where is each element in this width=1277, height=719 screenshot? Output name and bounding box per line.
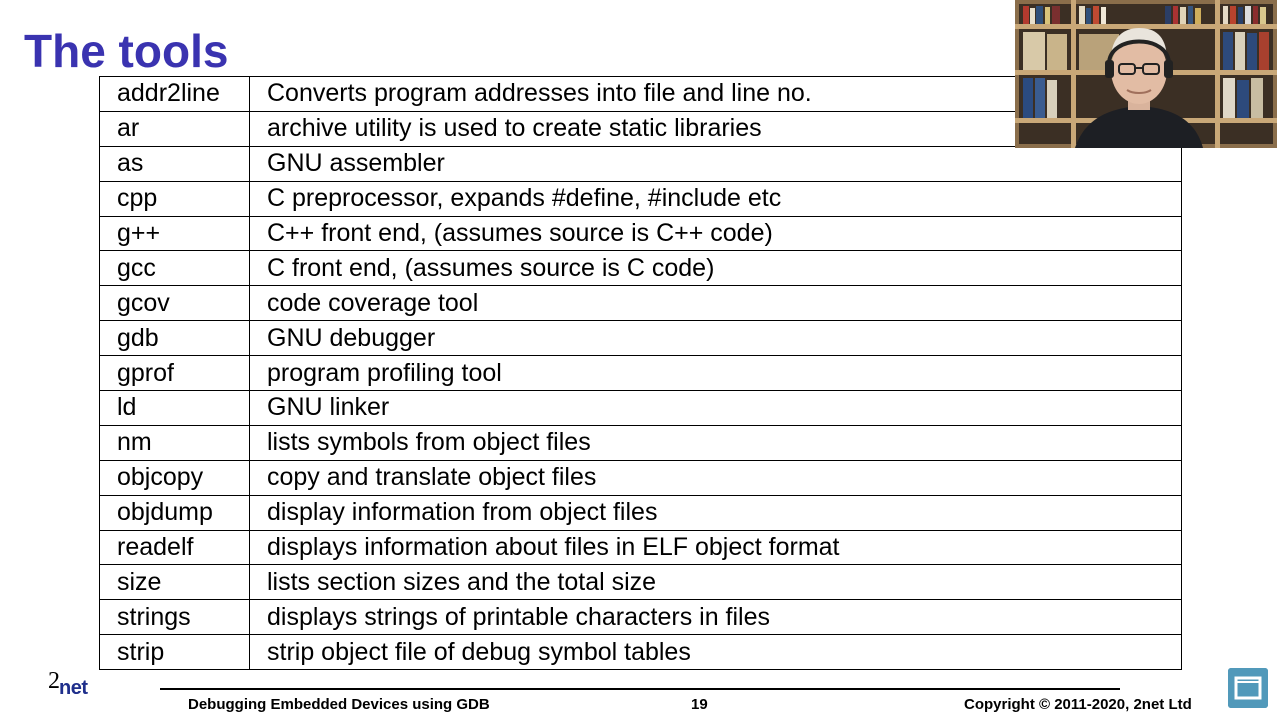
tool-description: C front end, (assumes source is C code) xyxy=(249,250,1182,287)
footer-copyright: Copyright © 2011-2020, 2net Ltd xyxy=(964,696,1192,713)
tool-description: copy and translate object files xyxy=(249,459,1182,496)
tool-name: strings xyxy=(99,599,250,636)
table-row: nm lists symbols from object files xyxy=(99,424,1182,461)
footer-divider xyxy=(160,688,1120,690)
tool-name: g++ xyxy=(99,215,250,252)
tool-name: gcov xyxy=(99,285,250,322)
logo-word: net xyxy=(59,677,88,699)
tool-name: gdb xyxy=(99,320,250,357)
table-row: cpp C preprocessor, expands #define, #in… xyxy=(99,180,1182,217)
tool-name: addr2line xyxy=(99,76,250,112)
table-row: size lists section sizes and the total s… xyxy=(99,564,1182,601)
table-row: gprof program profiling tool xyxy=(99,355,1182,392)
tool-name: objcopy xyxy=(99,459,250,496)
tool-description: displays information about files in ELF … xyxy=(249,529,1182,566)
tools-table: addr2line Converts program addresses int… xyxy=(99,76,1182,671)
tool-name: ld xyxy=(99,390,250,426)
tool-description: lists section sizes and the total size xyxy=(249,564,1182,601)
table-row: gcov code coverage tool xyxy=(99,285,1182,322)
table-row: g++ C++ front end, (assumes source is C+… xyxy=(99,215,1182,252)
tool-description: GNU debugger xyxy=(249,320,1182,357)
table-row: as GNU assembler xyxy=(99,145,1182,182)
tool-description: display information from object files xyxy=(249,494,1182,531)
tool-name: gprof xyxy=(99,355,250,392)
table-row: gdb GNU debugger xyxy=(99,320,1182,357)
2net-logo: 2 net xyxy=(48,668,98,700)
tool-description: displays strings of printable characters… xyxy=(249,599,1182,636)
tool-description: lists symbols from object files xyxy=(249,424,1182,461)
table-row: ld GNU linker xyxy=(99,390,1182,426)
tool-name: objdump xyxy=(99,494,250,531)
tool-description: code coverage tool xyxy=(249,285,1182,322)
table-row: readelf displays information about files… xyxy=(99,529,1182,566)
logo-digit: 2 xyxy=(48,668,60,694)
table-row: strip strip object file of debug symbol … xyxy=(99,634,1182,671)
table-row: objcopy copy and translate object files xyxy=(99,459,1182,496)
table-row: strings displays strings of printable ch… xyxy=(99,599,1182,636)
tool-description: GNU assembler xyxy=(249,145,1182,182)
slide-title: The tools xyxy=(24,25,229,77)
tool-description: program profiling tool xyxy=(249,355,1182,392)
table-row: objdump display information from object … xyxy=(99,494,1182,531)
tool-name: readelf xyxy=(99,529,250,566)
tool-description: GNU linker xyxy=(249,390,1182,426)
tool-name: as xyxy=(99,145,250,182)
tool-description: strip object file of debug symbol tables xyxy=(249,634,1182,671)
footer-page-number: 19 xyxy=(691,696,708,713)
tool-name: ar xyxy=(99,110,250,147)
tool-name: strip xyxy=(99,634,250,671)
expand-button[interactable] xyxy=(1228,668,1268,708)
expand-icon xyxy=(1228,668,1268,708)
table-row: gcc C front end, (assumes source is C co… xyxy=(99,250,1182,287)
tool-description: C preprocessor, expands #define, #includ… xyxy=(249,180,1182,217)
tool-name: gcc xyxy=(99,250,250,287)
webcam-video xyxy=(1015,0,1277,148)
webcam-frame-image xyxy=(1015,0,1277,148)
tool-description: C++ front end, (assumes source is C++ co… xyxy=(249,215,1182,252)
footer-course-title: Debugging Embedded Devices using GDB xyxy=(188,696,490,713)
tool-name: cpp xyxy=(99,180,250,217)
tool-name: size xyxy=(99,564,250,601)
tool-name: nm xyxy=(99,424,250,461)
